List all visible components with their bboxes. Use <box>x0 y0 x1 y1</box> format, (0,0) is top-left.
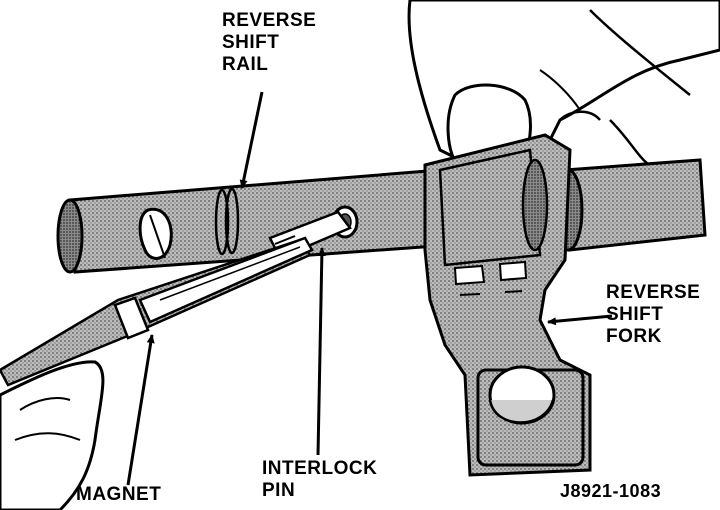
holding-hand <box>407 0 720 172</box>
interlock-label-line-1: INTERLOCK <box>262 458 378 479</box>
magnet-label: MAGNET <box>76 484 161 506</box>
fork-label-line-1: REVERSE <box>606 282 701 303</box>
magnet-arrow <box>126 334 155 486</box>
rail-label-line-2: SHIFT <box>222 32 280 53</box>
lower-hand <box>0 360 105 510</box>
rail-arrow <box>239 91 264 189</box>
reverse-shift-fork-label: REVERSE SHIFT FORK <box>606 282 700 348</box>
reverse-shift-rail-label: REVERSE SHIFT RAIL <box>222 10 316 76</box>
callout-arrows <box>126 91 613 486</box>
interlock-arrow <box>316 247 326 456</box>
fork-label-line-2: SHIFT <box>606 304 664 325</box>
rail-label-line-3: RAIL <box>222 54 269 75</box>
reverse-shift-fork <box>423 133 592 477</box>
interlock-pin-label: INTERLOCK PIN <box>262 458 377 502</box>
rail-right-end <box>552 158 707 252</box>
magnet-label-text: MAGNET <box>76 484 162 505</box>
rail-label-line-1: REVERSE <box>222 10 317 31</box>
interlock-label-line-2: PIN <box>262 480 296 501</box>
figure-id: J8921-1083 <box>560 480 661 502</box>
magnet-tool <box>0 236 314 387</box>
fork-arrow <box>547 314 613 326</box>
figure-id-text: J8921-1083 <box>560 481 662 501</box>
fork-label-line-3: FORK <box>606 326 662 347</box>
